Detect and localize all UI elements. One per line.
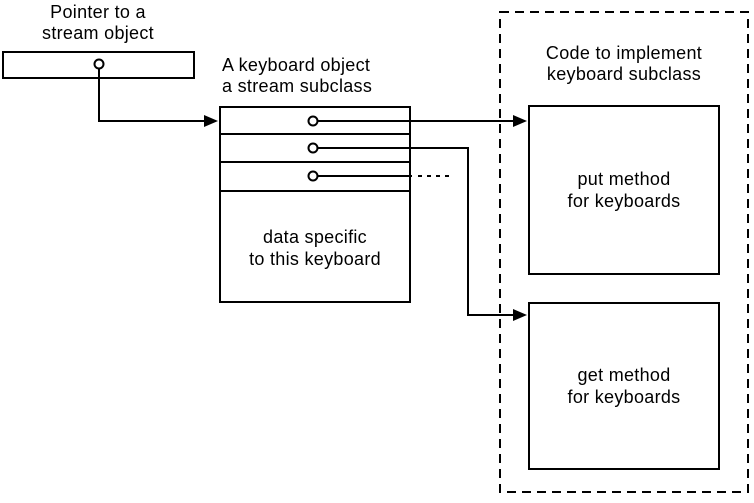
method-slot-2 bbox=[221, 135, 409, 163]
get-method-box: get method for keyboards bbox=[528, 302, 720, 470]
code-container-label: Code to implement keyboard subclass bbox=[545, 43, 703, 84]
keyboard-data-section: data specific to this keyboard bbox=[249, 226, 381, 269]
get-arrowhead bbox=[513, 309, 527, 321]
method-slot-3 bbox=[221, 163, 409, 192]
keyboard-object-box: data specific to this keyboard bbox=[219, 106, 411, 303]
put-arrowhead bbox=[513, 115, 527, 127]
pointer-label: Pointer to a stream object bbox=[42, 2, 154, 43]
pointer-arrowhead bbox=[204, 115, 218, 127]
put-method-box: put method for keyboards bbox=[528, 105, 720, 275]
method-slot-1 bbox=[221, 108, 409, 135]
keyboard-object-label: A keyboard object a stream subclass bbox=[222, 55, 373, 96]
pointer-box bbox=[2, 51, 195, 79]
